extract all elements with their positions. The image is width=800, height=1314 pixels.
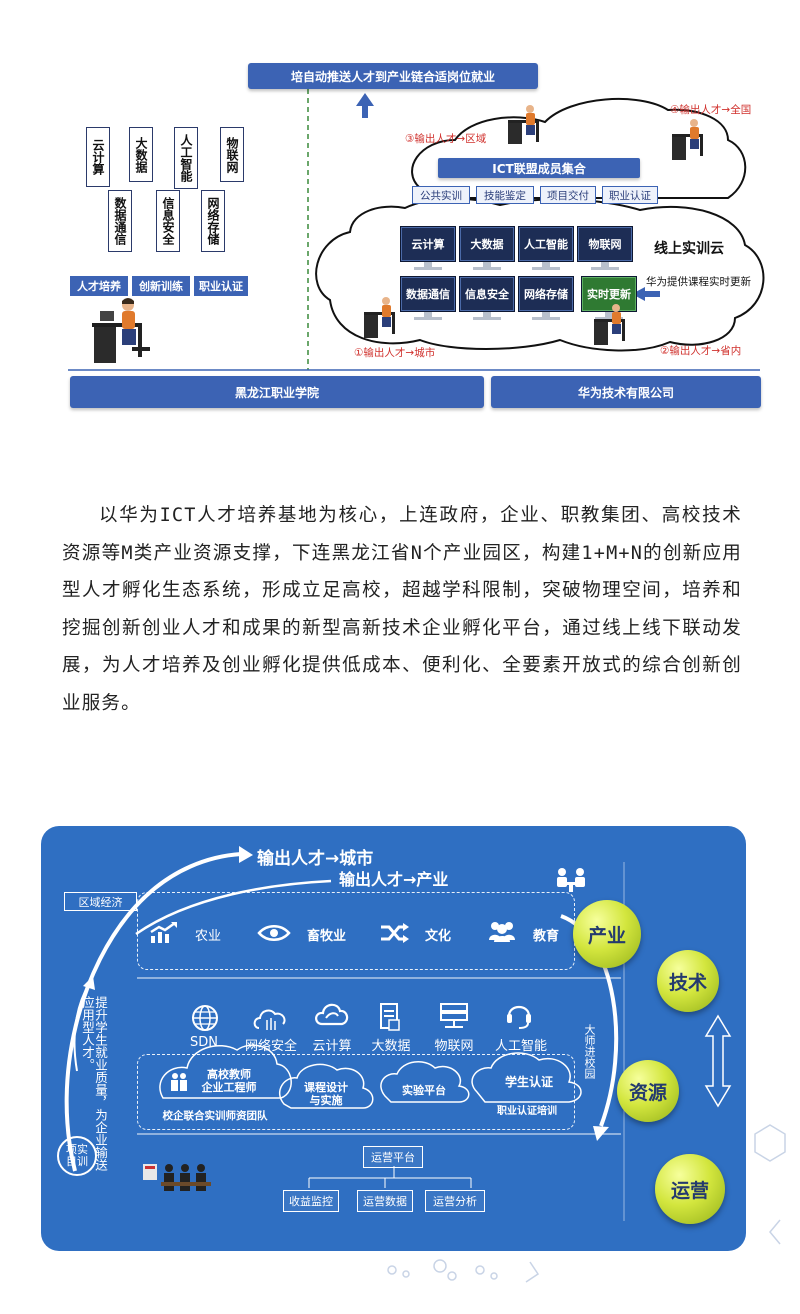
cloud-cert-label: 学生认证	[504, 1075, 553, 1089]
output-region: ③输出人才→区域	[405, 133, 487, 145]
tag-cloud-computing: 云计算	[86, 127, 110, 187]
output-national: ④输出人才→全国	[670, 104, 752, 116]
tile-realtime-update: 实时更新	[581, 276, 637, 312]
ball-technology: 技术	[657, 950, 719, 1012]
ops-analysis: 运营分析	[425, 1190, 485, 1212]
person-city-icon	[364, 297, 395, 338]
tile-info-security: 信息安全	[459, 276, 515, 312]
globe-icon	[192, 1005, 218, 1031]
output-province: ②输出人才→省内	[660, 345, 742, 357]
arrow-label-industry: 输出人才→产业	[339, 870, 449, 889]
bottom-bar-huawei: 华为技术有限公司	[491, 376, 761, 408]
ict-item-public-training: 公共实训	[412, 186, 470, 204]
tech-iot: 物联网	[434, 1039, 474, 1054]
btn-innovation-training: 创新训练	[132, 276, 190, 296]
team-label: 校企联合实训师资团队	[162, 1110, 268, 1122]
huawei-note: 华为提供课程实时更新	[646, 276, 751, 288]
tag-big-data: 大数据	[129, 127, 153, 182]
meeting-people-icon	[557, 868, 585, 892]
left-vertical-text: 提升学生就业质量，为企业输送应用型人才。	[80, 996, 108, 1171]
ict-item-career-cert: 职业认证	[602, 186, 658, 204]
cloud-icon	[315, 1003, 349, 1026]
btn-career-cert: 职业认证	[194, 276, 248, 296]
ecosystem-diagram: 培自动推送人才到产业链合适岗位就业 云计算 大数据 人工智能 物联网 数据通信 …	[0, 0, 800, 420]
arrow-label-city: 输出人才→城市	[257, 849, 374, 869]
tech-cloud-computing: 云计算	[312, 1039, 352, 1054]
tile-cloud-computing: 云计算	[400, 226, 456, 262]
top-banner: 培自动推送人才到产业链合适岗位就业	[248, 63, 538, 89]
tech-network-security: 网络安全	[244, 1039, 297, 1054]
shuffle-icon	[381, 923, 409, 943]
ball-industry: 产业	[573, 900, 641, 968]
ball-operations: 运营	[655, 1154, 725, 1224]
cloud-teacher-label: 高校教师 企业工程师	[201, 1068, 257, 1094]
bottom-bar-heilongjiang: 黑龙江职业学院	[70, 376, 484, 408]
headset-icon	[507, 1005, 531, 1029]
tag-data-comm: 数据通信	[108, 190, 132, 252]
training-box	[137, 1054, 575, 1130]
person-region-icon	[508, 105, 539, 144]
molecule-decoration	[387, 1259, 540, 1283]
industry-agriculture: 农业	[195, 929, 222, 944]
tag-info-security: 信息安全	[156, 190, 180, 252]
tech-ai: 人工智能	[494, 1039, 547, 1054]
tech-sdn: SDN	[190, 1035, 218, 1050]
ict-banner: ICT联盟成员集合	[438, 158, 640, 178]
ops-data: 运营数据	[357, 1190, 413, 1212]
ict-item-skill-appraisal: 技能鉴定	[476, 186, 534, 204]
person-national-icon	[672, 119, 703, 160]
tag-iot: 物联网	[220, 127, 244, 182]
tile-ai: 人工智能	[518, 226, 574, 262]
tag-network-storage: 网络存储	[201, 190, 225, 252]
ops-platform-box: 运营平台	[363, 1146, 423, 1168]
ball-resources: 资源	[617, 1060, 679, 1122]
group-icon	[489, 922, 515, 942]
regional-economy-box: 区域经济	[64, 892, 137, 911]
hexagon-decoration	[754, 1124, 786, 1245]
tile-iot: 物联网	[577, 226, 633, 262]
right-vertical-text: 大师进校园	[583, 1024, 596, 1079]
online-cloud-label: 线上实训云	[654, 241, 724, 257]
industry-livestock: 畜牧业	[307, 929, 347, 944]
person-province-icon	[594, 304, 625, 345]
tech-big-data: 大数据	[371, 1039, 411, 1054]
project-training-badge: 项实目训	[57, 1136, 97, 1176]
platform-diagram: 输出人才→城市 输出人才→产业 区域经济 农业 畜牧业 文化 教育	[41, 826, 746, 1251]
server-icon	[380, 1003, 400, 1031]
ict-item-project-delivery: 项目交付	[540, 186, 596, 204]
cloud-course-label: 课程设计 与实施	[304, 1081, 348, 1107]
tag-ai: 人工智能	[174, 127, 198, 189]
body-paragraph: 以华为ICT人才培养基地为核心，上连政府，企业、职教集团、高校技术资源等M类产业…	[62, 505, 742, 714]
tile-data-comm: 数据通信	[400, 276, 456, 312]
cert-training-label: 职业认证培训	[497, 1106, 557, 1117]
rack-icon	[440, 1003, 468, 1028]
eye-icon	[257, 925, 291, 941]
ops-revenue-monitor: 收益监控	[283, 1190, 339, 1212]
cloud-lab-label: 实验平台	[402, 1084, 446, 1097]
person-at-desk-icon	[92, 298, 150, 363]
shield-cloud-icon	[253, 1009, 286, 1030]
btn-talent-training: 人才培养	[70, 276, 128, 296]
project-training-label: 项实目训	[66, 1143, 88, 1168]
teacher-icon	[171, 1073, 187, 1091]
industry-culture: 文化	[425, 929, 452, 944]
output-city: ①输出人才→城市	[354, 347, 436, 359]
chart-up-icon	[150, 922, 177, 943]
industry-education: 教育	[533, 929, 560, 944]
tile-network-storage: 网络存储	[518, 276, 574, 312]
tile-big-data: 大数据	[459, 226, 515, 262]
meeting-group-icon	[143, 1164, 211, 1191]
